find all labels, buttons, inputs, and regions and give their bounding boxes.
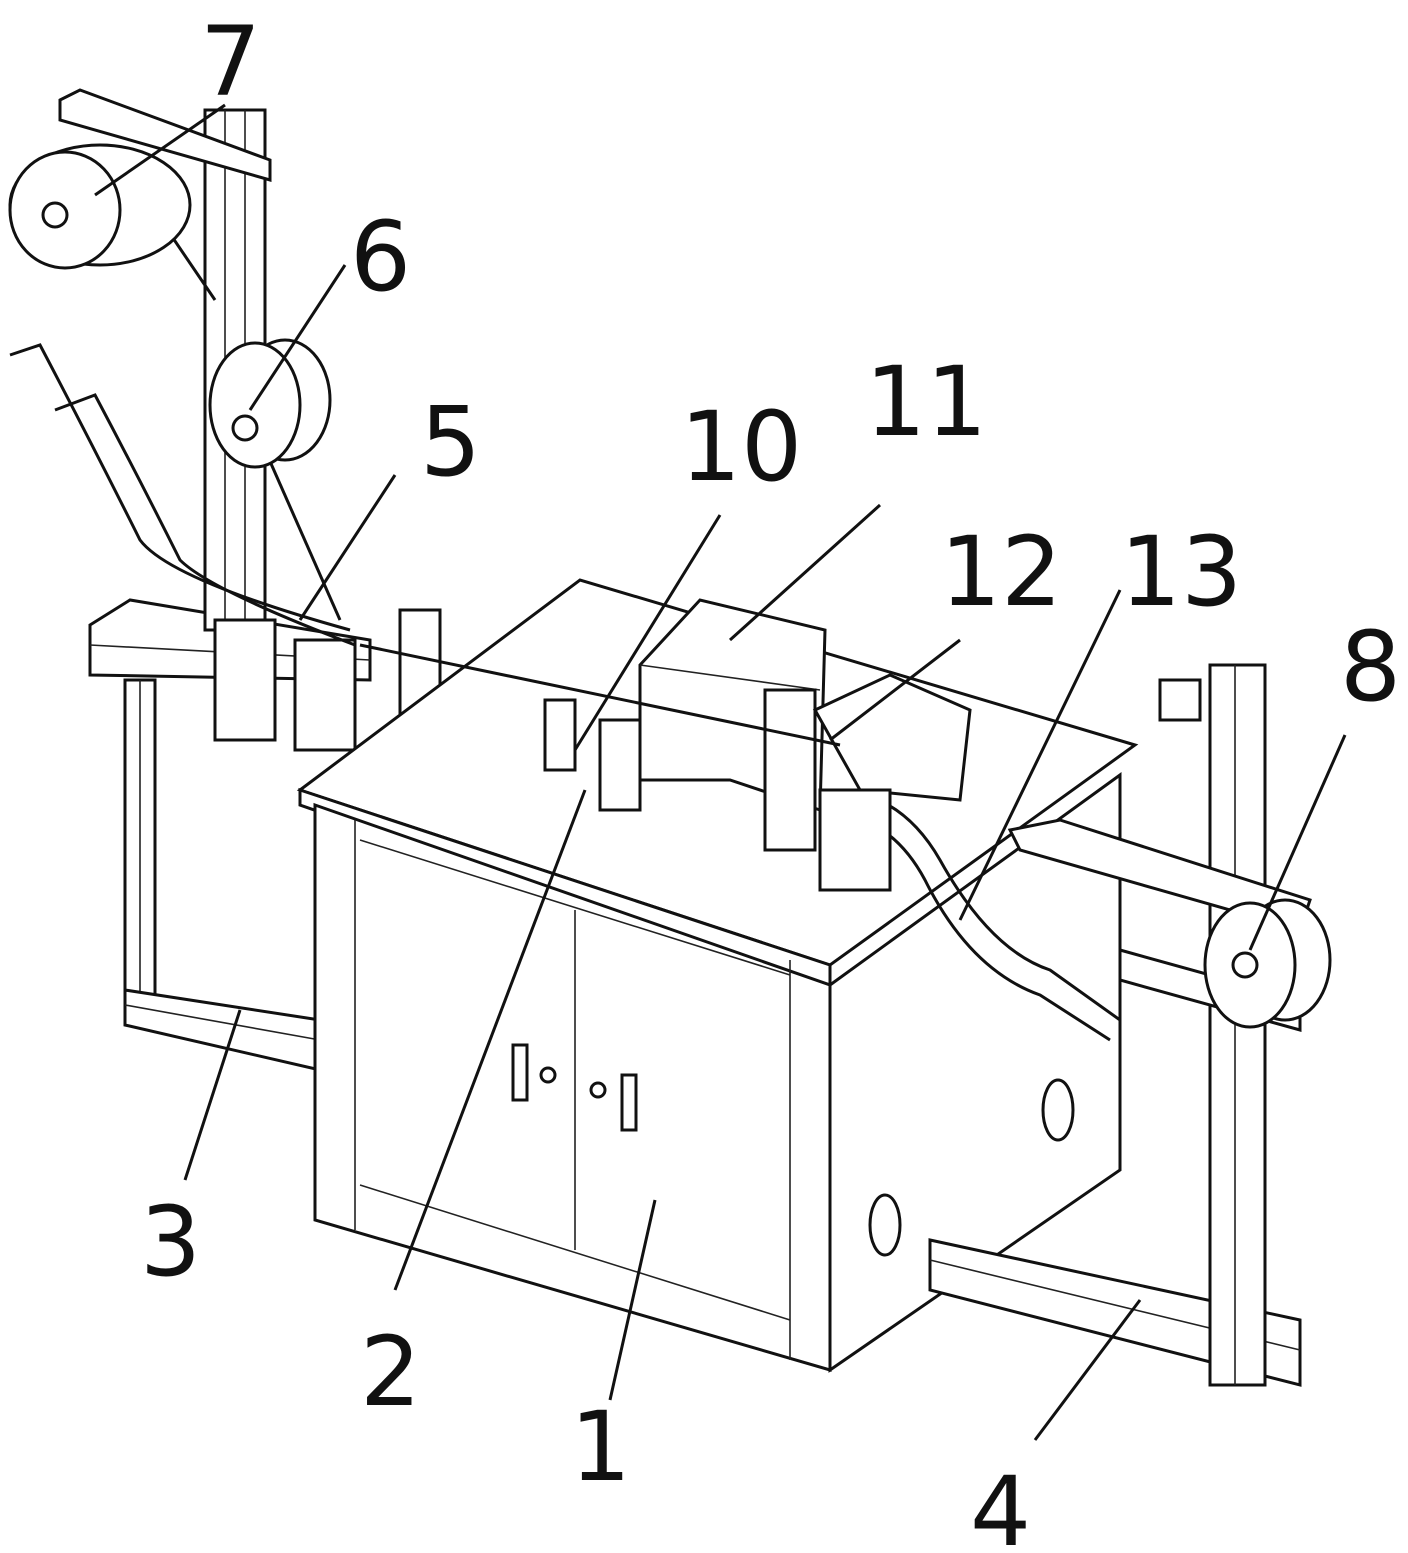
- label-6: 6: [350, 201, 411, 313]
- label-8: 8: [1340, 611, 1401, 723]
- reel-6: [210, 340, 330, 467]
- label-5: 5: [420, 386, 481, 498]
- label-1: 1: [570, 1391, 631, 1503]
- label-13: 13: [1120, 516, 1242, 628]
- label-3: 3: [140, 1186, 201, 1298]
- label-4: 4: [970, 1456, 1031, 1553]
- label-10: 10: [680, 391, 802, 503]
- label-7: 7: [200, 6, 261, 118]
- reel-8: [1205, 900, 1330, 1027]
- label-11: 11: [865, 346, 987, 458]
- label-12: 12: [940, 516, 1062, 628]
- label-2: 2: [360, 1316, 421, 1428]
- reel-7: [10, 145, 190, 268]
